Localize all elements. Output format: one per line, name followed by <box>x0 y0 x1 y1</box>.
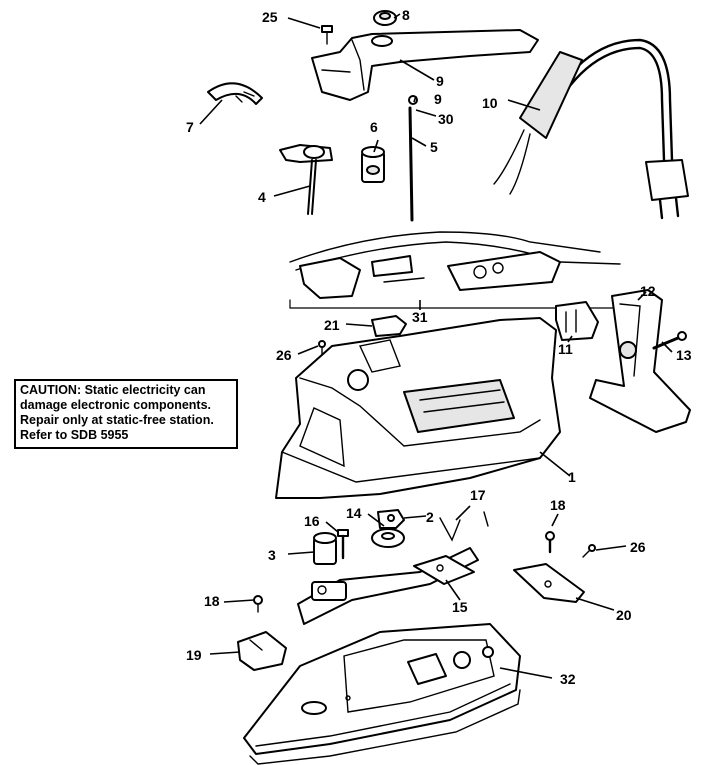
label-10: 10 <box>482 95 498 111</box>
handle-part <box>311 29 539 101</box>
label-5: 5 <box>430 139 438 155</box>
label-8: 8 <box>402 7 410 23</box>
label-12: 12 <box>640 283 656 299</box>
housing-1 <box>275 317 561 499</box>
knob-8 <box>373 10 397 26</box>
label-3: 3 <box>268 547 276 563</box>
soleplate-32 <box>243 623 521 765</box>
screw-18-left <box>253 595 263 613</box>
caution-line-4: Refer to SDB 5955 <box>20 428 129 442</box>
label-26-top: 26 <box>276 347 292 363</box>
part-number-labels: 25 8 9 9 30 10 6 5 7 4 12 31 21 11 13 26… <box>186 7 692 687</box>
bracket-19 <box>237 631 287 671</box>
bracket-15 <box>413 555 475 585</box>
label-6: 6 <box>370 119 378 135</box>
caution-line-1: CAUTION: Static electricity can <box>20 383 206 397</box>
spray-pump-4 <box>279 144 333 215</box>
label-16: 16 <box>304 513 320 529</box>
label-18-left: 18 <box>204 593 220 609</box>
label-19: 19 <box>186 647 202 663</box>
spring-clip-7 <box>207 82 263 105</box>
label-9: 9 <box>434 91 442 107</box>
valve-6 <box>361 146 385 183</box>
screw-16 <box>337 529 349 560</box>
part-21 <box>371 315 407 337</box>
label-17: 17 <box>470 487 486 503</box>
screw-18-right <box>545 531 555 554</box>
label-7: 7 <box>186 119 194 135</box>
label-20: 20 <box>616 607 632 623</box>
label-11: 11 <box>558 341 573 357</box>
part-3 <box>313 532 337 565</box>
label-26-bottom: 26 <box>630 539 646 555</box>
power-cord-10 <box>493 38 689 220</box>
label-2: 2 <box>426 509 434 525</box>
label-18-right: 18 <box>550 497 566 513</box>
label-13: 13 <box>676 347 692 363</box>
screw-13 <box>652 331 687 350</box>
label-30: 30 <box>438 111 454 127</box>
label-32: 32 <box>560 671 576 687</box>
caution-line-2: damage electronic components. <box>20 398 212 412</box>
label-4: 4 <box>258 189 266 205</box>
caution-notice: CAUTION: Static electricity can damage e… <box>14 379 238 449</box>
screw-25 <box>321 25 333 45</box>
label-14: 14 <box>346 505 362 521</box>
caution-line-3: Repair only at static-free station. <box>20 413 214 427</box>
screw-26-bottom <box>582 544 596 558</box>
bracket-20 <box>513 563 585 603</box>
nut-2 <box>377 509 405 529</box>
rod-5 <box>408 95 418 222</box>
label-31: 31 <box>412 309 428 325</box>
washer-14 <box>371 528 405 548</box>
part-11 <box>555 301 599 341</box>
label-1: 1 <box>568 469 576 485</box>
leader-lines <box>199 13 673 679</box>
label-25: 25 <box>262 9 278 25</box>
screw-26-top <box>318 340 326 356</box>
label-21: 21 <box>324 317 340 333</box>
label-15: 15 <box>452 599 468 615</box>
label-9-top: 9 <box>436 73 444 89</box>
wiring-harness-31 <box>289 231 641 309</box>
rear-cover-12 <box>589 289 691 433</box>
